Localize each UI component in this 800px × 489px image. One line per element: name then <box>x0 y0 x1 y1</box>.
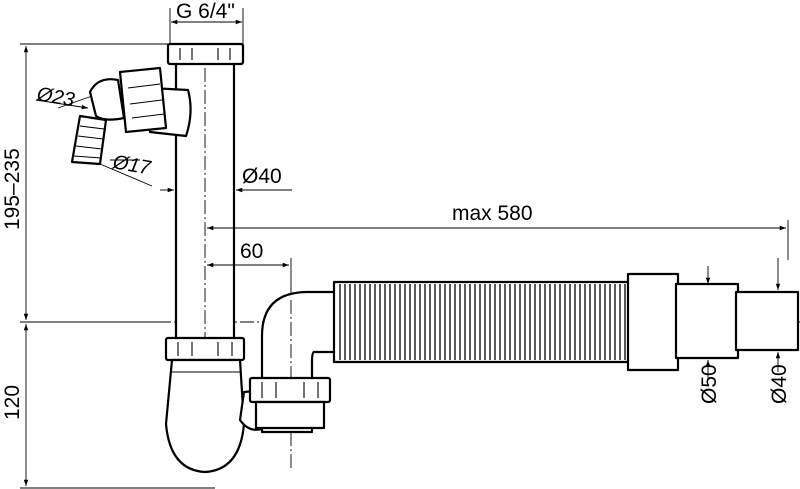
inlet-outer-diameter-label: Ø23 <box>34 83 76 111</box>
thread-dimension <box>169 8 244 44</box>
reach-dimension <box>207 220 789 260</box>
outlet-adapter <box>626 272 800 372</box>
top-nut <box>166 42 245 66</box>
offset-label: 60 <box>240 240 263 263</box>
side-inlet-connector <box>57 66 192 187</box>
outlet-50-label: Ø50 <box>698 364 721 404</box>
flexible-hose <box>332 280 636 364</box>
reach-label: max 580 <box>452 202 533 225</box>
height-lower-label: 120 <box>1 385 24 420</box>
outlet-diameter-marks <box>705 258 781 378</box>
trap-bowl <box>164 358 270 474</box>
thread-label: G 6/4" <box>176 0 235 23</box>
inlet-inner-diameter-label: Ø17 <box>110 151 153 180</box>
middle-nut <box>164 336 246 362</box>
riser-nut <box>248 376 332 430</box>
vertical-diameter-label: Ø40 <box>242 165 282 188</box>
inlet-diameter-marks <box>35 99 140 161</box>
outlet-40-label: Ø40 <box>768 364 791 404</box>
height-upper-label: 195–235 <box>1 148 24 230</box>
